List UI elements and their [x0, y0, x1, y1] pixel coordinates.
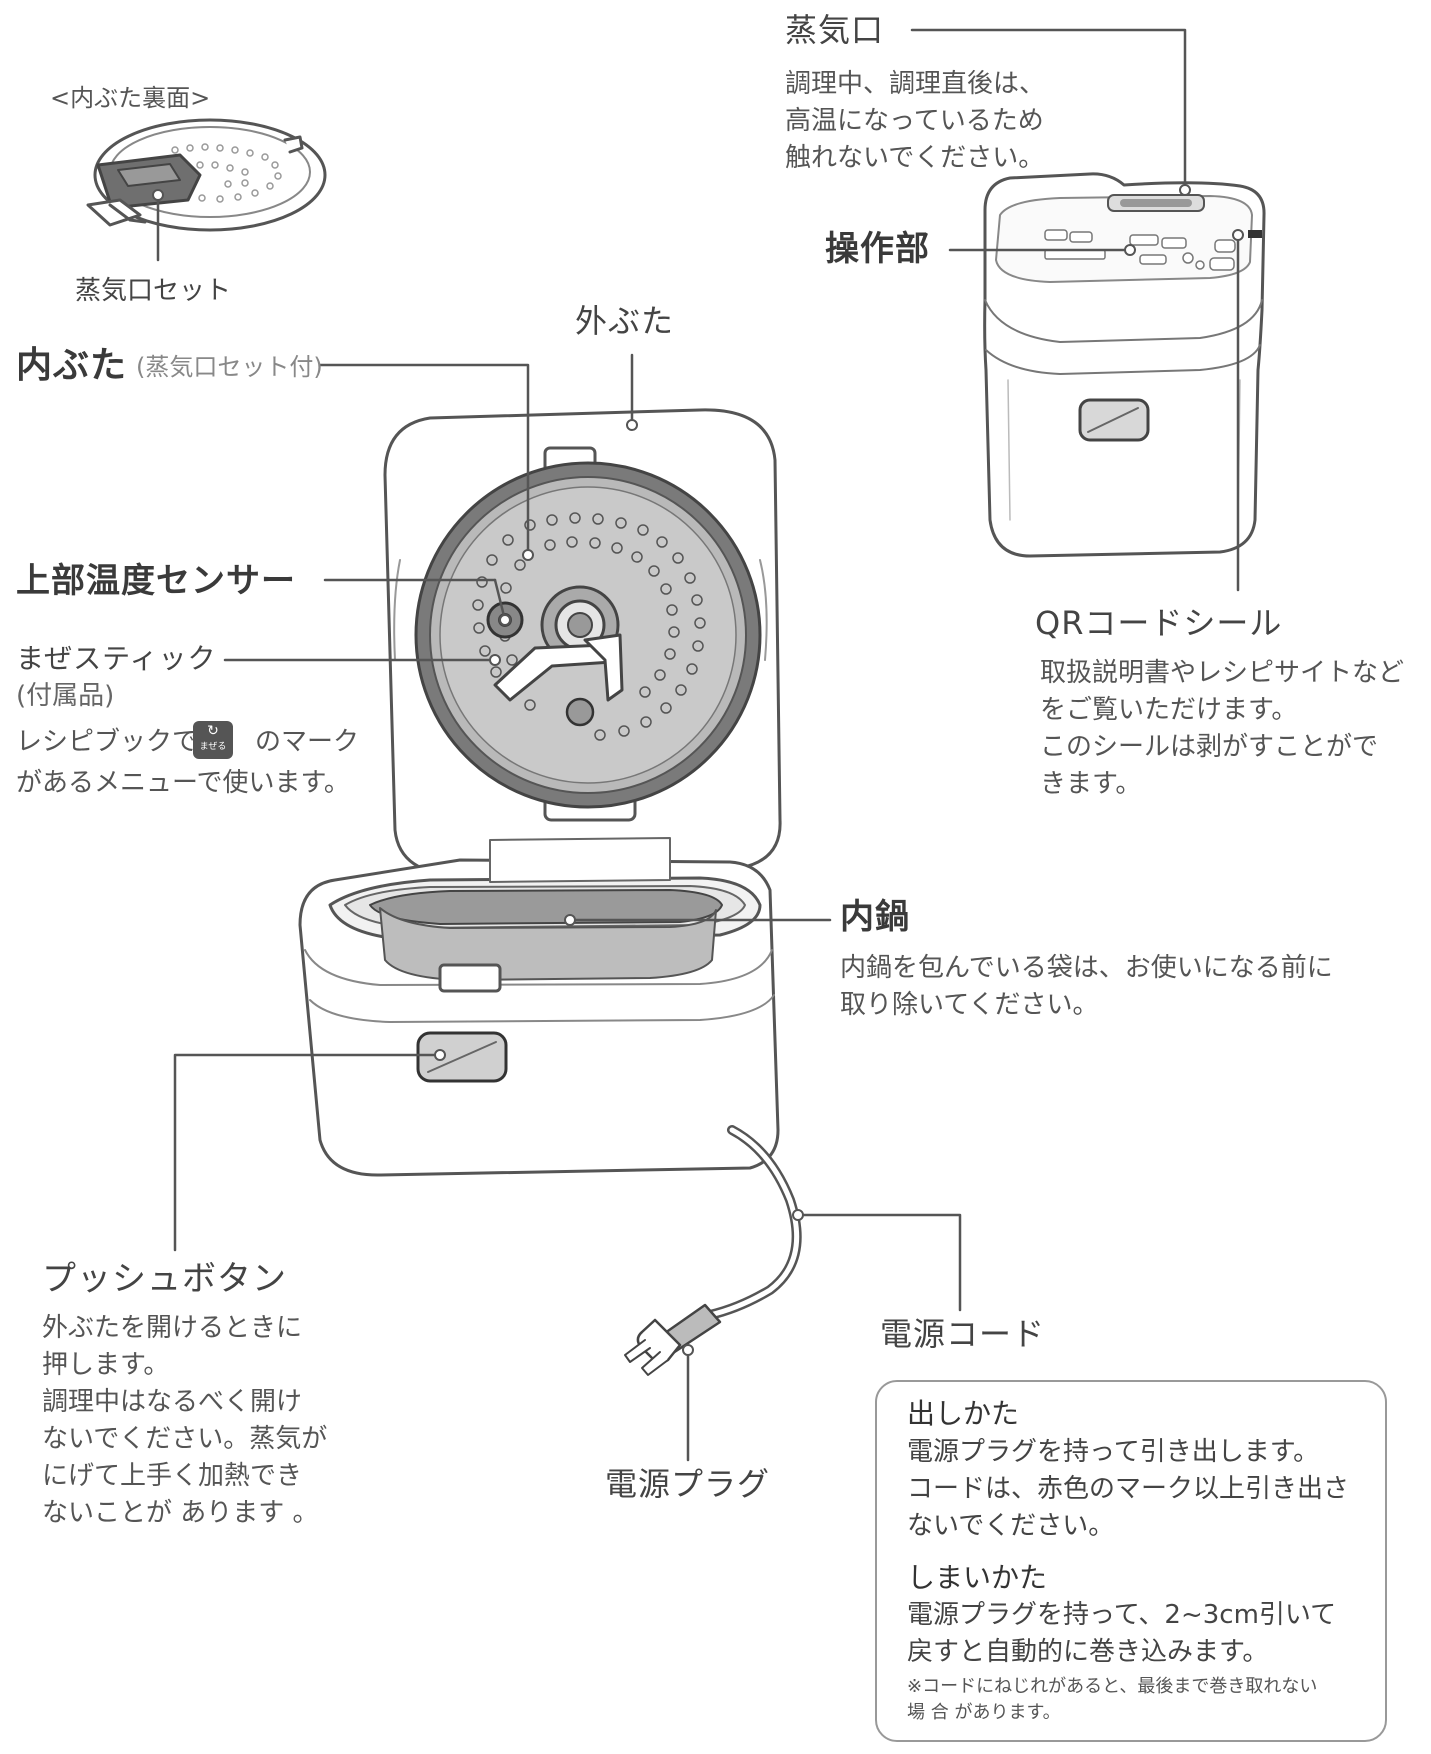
inner-lid-sublabel: (蒸気口セット付) [136, 353, 323, 381]
pull-out-description: 電源プラグを持って引き出します。 コードは、赤色のマーク以上引き出さ ないでくだ… [907, 1437, 1350, 1541]
qr-sticker-label: QRコードシール [1035, 604, 1283, 642]
steam-vent-description: 調理中、調理直後は、 高温になっているため 触れないでください。 [785, 69, 1046, 173]
mixing-menu-icon: ↻ まぜる [193, 721, 233, 759]
store-note: ※コードにねじれがあると、最後まで巻き取れない 場 合 があります。 [907, 1676, 1318, 1723]
control-panel-label: 操作部 [825, 229, 930, 269]
closed-rice-cooker-illustration [983, 172, 1266, 558]
push-button-label: プッシュボタン [42, 1259, 287, 1299]
mixing-stick-desc-part3: があるメニューで使います。 [16, 768, 350, 798]
leader-lines [152, 28, 1244, 1462]
open-rice-cooker-illustration [298, 408, 802, 1376]
cord-instructions-box: 出しかた 電源プラグを持って引き出します。 コードは、赤色のマーク以上引き出さ … [875, 1380, 1387, 1742]
push-button-description: 外ぶたを開けるときに 押します。 調理中はなるべく開け ないでください。蒸気が … [42, 1313, 328, 1528]
top-temperature-sensor-label: 上部温度センサー [16, 561, 296, 601]
pull-out-title: 出しかた [907, 1397, 1020, 1430]
inner-pot-description: 内鍋を包んでいる袋は、お使いになる前に 取り除いてください。 [840, 953, 1333, 1020]
qr-sticker-description: 取扱説明書やレシピサイトなど をご覧いただけます。 このシールは剥がすことがで … [1040, 658, 1405, 799]
power-plug-label: 電源プラグ [605, 1465, 771, 1503]
power-cord-label: 電源コード [880, 1315, 1046, 1353]
inner-lid-label: 内ぶた [16, 345, 128, 386]
steam-vent-set-label: 蒸気口セット [75, 276, 232, 306]
store-description: 電源プラグを持って、2~3cm引いて 戻すと自動的に巻き込みます。 [907, 1600, 1337, 1667]
mixing-stick-sublabel: (付属品) [16, 681, 115, 711]
mixing-stick-desc-part1: レシピブックで [16, 727, 199, 757]
mixing-stick-desc-part2: のマーク [255, 727, 360, 757]
inner-pot-label: 内鍋 [840, 897, 910, 937]
inner-lid-back-caption: <内ぶた裏面> [50, 84, 211, 112]
inner-lid-back-illustration [86, 118, 327, 232]
steam-vent-label: 蒸気口 [785, 11, 885, 49]
mixing-stick-label: まぜスティック [16, 642, 217, 675]
outer-lid-label: 外ぶた [575, 302, 675, 340]
store-title: しまいかた [907, 1561, 1048, 1594]
mixing-menu-icon-label: まぜる [199, 742, 227, 752]
